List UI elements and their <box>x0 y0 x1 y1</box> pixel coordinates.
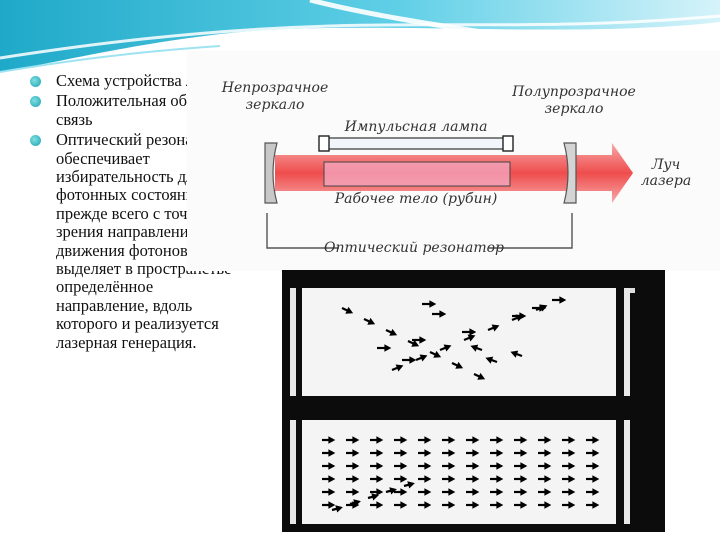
laser-device-diagram: Непрозрачное зеркало Полупрозрачное зерк… <box>187 51 720 271</box>
mirror-right-bottom <box>624 420 630 524</box>
mirror-left-top <box>290 288 296 396</box>
semi-transparent-mirror <box>563 142 577 204</box>
photon-arrows-top <box>341 296 567 380</box>
opaque-mirror <box>264 142 278 204</box>
mirror-left-bottom <box>290 420 296 524</box>
bullet-item: Оптический резонатор обеспечивает избира… <box>30 130 245 352</box>
mirror-dot <box>630 288 635 293</box>
photon-arrows-bottom <box>322 436 600 513</box>
mirror-right-top <box>624 288 630 396</box>
ruby-rod-label: Рабочее тело (рубин) <box>334 191 498 207</box>
opaque-mirror-label: Непрозрачное <box>221 80 329 96</box>
bullet-text: Оптический резонатор обеспечивает избира… <box>56 130 232 352</box>
beam-label: Луч <box>651 157 681 173</box>
flash-lamp-end-left <box>318 135 330 152</box>
bullet-list: Схема устройства лазера Положительная об… <box>30 71 245 354</box>
ruby-rod <box>323 161 511 187</box>
beam-label: лазера <box>641 173 692 189</box>
opaque-mirror-label: зеркало <box>246 97 305 113</box>
bullet-dot-icon <box>30 96 41 108</box>
flash-lamp-end-right <box>502 135 514 152</box>
resonator-cavity-top <box>302 288 616 396</box>
bullet-dot-icon <box>30 76 41 87</box>
semi-mirror-label: Полупрозрачное <box>511 84 636 100</box>
photon-selection-illustration <box>282 270 665 532</box>
bullet-dot-icon <box>30 135 41 147</box>
semi-mirror-label: зеркало <box>545 101 604 117</box>
resonator-bracket <box>266 213 573 249</box>
flash-lamp-tube <box>326 137 506 150</box>
resonator-label: Оптический резонатор <box>324 240 504 256</box>
flash-lamp-label: Импульсная лампа <box>344 119 488 135</box>
